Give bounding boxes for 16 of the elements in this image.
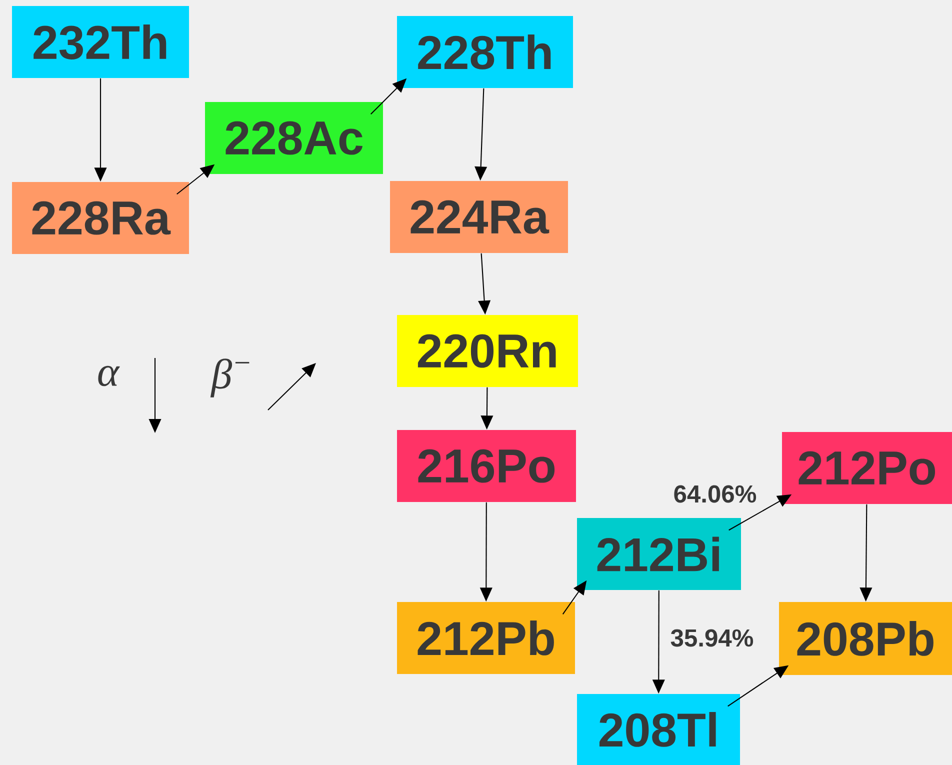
nuclide-box: 216Po <box>397 430 576 502</box>
legend-label: α <box>98 366 120 386</box>
nuclide-box: 228Ra <box>12 182 189 254</box>
nuclide-box: 232Th <box>12 6 189 78</box>
edge-label: 64.06% <box>672 484 758 504</box>
nuclide-box: 212Po <box>782 432 952 504</box>
nuclide-box: 228Th <box>397 16 573 88</box>
nuclide-box: 224Ra <box>390 181 568 253</box>
edge-label: 35.94% <box>668 628 756 648</box>
nuclide-box: 212Bi <box>577 518 741 590</box>
nuclide-box: 220Rn <box>397 315 578 387</box>
nuclide-box: 208Tl <box>577 694 740 765</box>
nuclide-box: 212Pb <box>397 602 575 674</box>
nuclide-box: 228Ac <box>205 102 383 174</box>
nuclide-box: 208Pb <box>779 602 952 675</box>
legend-label: β$^{−}$ <box>210 358 250 398</box>
